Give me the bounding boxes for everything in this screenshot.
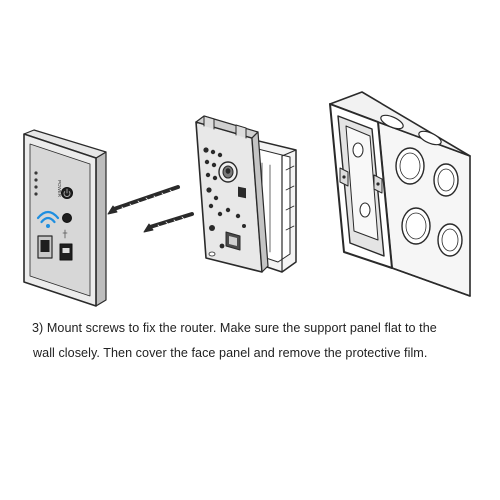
phone-jack-icon (62, 213, 72, 223)
status-led (34, 178, 38, 182)
status-led (34, 192, 38, 196)
screw-icon (143, 212, 194, 233)
screw-icon (107, 185, 180, 215)
face-panel: POWER (23, 129, 107, 307)
power-button-icon (61, 187, 73, 199)
wall-junction-box (329, 91, 471, 297)
ethernet-port-icon (225, 231, 241, 251)
status-led (34, 171, 38, 175)
instruction-caption-line-2: wall closely. Then cover the face panel … (33, 346, 428, 360)
router-module (195, 115, 297, 273)
wifi-icon (36, 210, 60, 228)
usb-icon (59, 229, 73, 261)
status-led (34, 185, 38, 189)
power-label: POWER (57, 180, 62, 198)
rotary-knob-icon (218, 161, 238, 183)
status-led-group (34, 171, 38, 196)
instruction-caption-line-1: 3) Mount screws to fix the router. Make … (32, 321, 437, 335)
ethernet-port-icon (37, 235, 53, 259)
